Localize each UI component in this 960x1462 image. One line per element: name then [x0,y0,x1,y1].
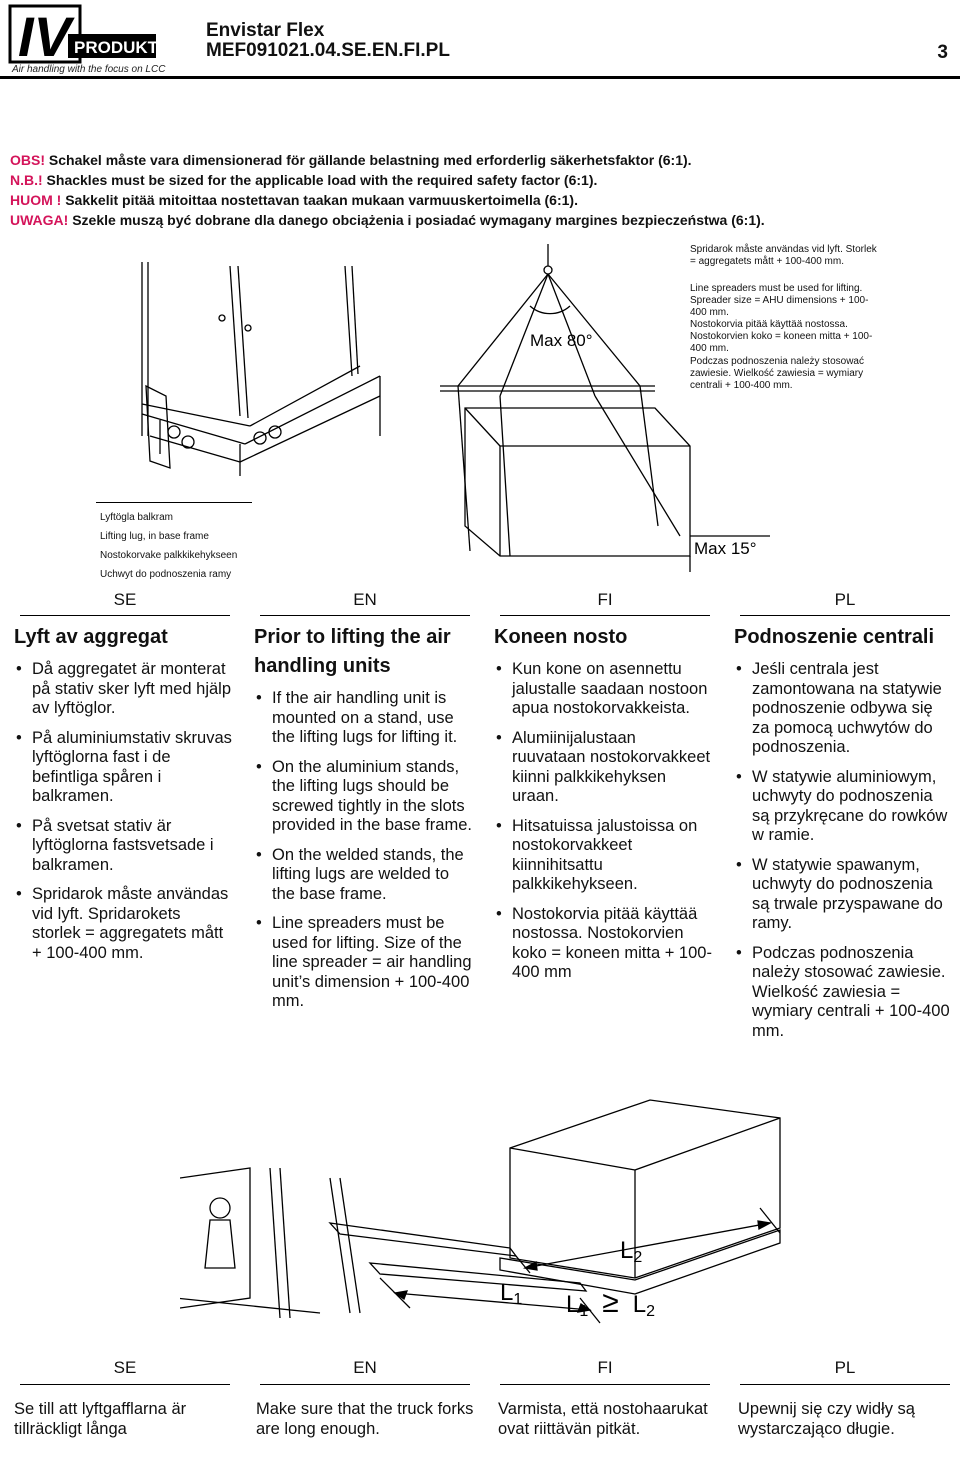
col-header-fi: FI [597,590,613,609]
col-rule [20,615,230,616]
doc-id: MEF091021.04.SE.EN.FI.PL [206,40,450,61]
list-item: Alumiinijalustaan ruuvataan nostokorvakk… [494,729,712,807]
spreader-note-se: Spridarok måste användas vid lyft. Storl… [690,244,877,267]
column-heading: Prior to lifting the air handling units [254,626,451,677]
bottom-header-se: SE [113,1358,137,1377]
l-relation-label: L1≥L2 [566,1286,655,1320]
column-en: Prior to lifting the air handling units … [254,623,472,1022]
base-frame-detail [141,262,381,476]
warning-fi: HUOM ! Sakkelit pitää mitoittaa nostetta… [10,192,578,208]
col-rule [260,615,470,616]
list-item: If the air handling unit is mounted on a… [254,689,472,748]
lug-label-fi: Nostokorvake palkkikehykseen [100,550,238,561]
col-rule [20,1384,230,1385]
svg-text:IV: IV [18,5,76,68]
list-item: På aluminiumstativ skruvas lyftöglorna f… [14,729,232,807]
iv-produkt-logo: IV PRODUKT [8,4,158,68]
sling-lift-detail [440,244,770,572]
tagline: Air handling with the focus on LCC [12,64,166,75]
forklift-diagram: L2 L1 L1≥L2 [180,1099,781,1324]
column-pl: Podnoszenie centrali Jeśli centrala jest… [734,623,952,1051]
list-item: Hitsatuissa jalustoissa on nostokorvakke… [494,817,712,895]
header-rule [0,76,960,79]
bottom-text-pl: Upewnij się czy widły są wystarczająco d… [738,1400,915,1438]
bottom-text-en: Make sure that the truck forks are long … [256,1400,474,1438]
column-fi: Koneen nosto Kun kone on asennettu jalus… [494,623,712,993]
list-item: Spridarok måste användas vid lyft. Sprid… [14,885,232,963]
lug-label-rule [96,502,252,503]
list-item: Jeśli centrala jest zamontowana na staty… [734,660,952,758]
list-item: Line spreaders must be used for lifting.… [254,914,472,1012]
lug-label-pl: Uchwyt do podnoszenia ramy [100,569,232,580]
list-item: På svetsat stativ är lyftöglorna fastsve… [14,817,232,876]
list-item: Kun kone on asennettu jalustalle saadaan… [494,660,712,719]
spreader-note-fi: Nostokorvia pitää käyttää nostossa. Nost… [690,319,873,354]
col-header-se: SE [113,590,137,609]
col-header-pl: PL [834,590,856,609]
lifting-diagram: Max 80° Max 15° [141,244,770,572]
column-heading: Lyft av aggregat [14,626,168,648]
column-heading: Podnoszenie centrali [734,626,935,648]
list-item: Nostokorvia pitää käyttää nostossa. Nost… [494,905,712,983]
lug-label-en: Lifting lug, in base frame [100,531,209,542]
col-rule [500,1384,710,1385]
list-item: On the aluminium stands, the lifting lug… [254,758,472,836]
bottom-header-en: EN [353,1358,377,1377]
warning-se: OBS! Schakel måste vara dimensionerad fö… [10,152,692,168]
col-rule [740,1384,950,1385]
spreader-note-en: Line spreaders must be used for lifting.… [690,283,869,318]
col-rule [740,615,950,616]
bottom-header-pl: PL [834,1358,856,1377]
svg-text:PRODUKT: PRODUKT [74,38,158,57]
page-number: 3 [937,42,948,63]
col-rule [260,1384,470,1385]
bottom-header-fi: FI [597,1358,613,1377]
forklift-drawing [180,1099,781,1324]
warning-en: N.B.! Shackles must be sized for the app… [10,172,598,188]
list-item: Podczas podnoszenia należy stosować zawi… [734,944,952,1042]
bottom-text-se: Se till att lyftgafflarna är tillräcklig… [14,1400,187,1438]
spreader-note-pl: Podczas podnoszenia należy stosować zawi… [690,356,864,391]
list-item: Då aggregatet är monterat på stativ sker… [14,660,232,719]
col-rule [500,615,710,616]
lug-label-se: Lyftögla balkram [100,512,173,523]
l1-label: L1 [500,1279,522,1308]
list-item: W statywie aluminiowym, uchwyty do podno… [734,768,952,846]
list-item: On the welded stands, the lifting lugs a… [254,846,472,905]
max-angle-bottom-label: Max 15° [694,539,757,558]
l2-label: L2 [620,1237,642,1266]
doc-title: Envistar Flex [206,20,325,41]
col-header-en: EN [353,590,377,609]
max-angle-top-label: Max 80° [530,331,593,350]
list-item: W statywie spawanym, uchwyty do podnosze… [734,856,952,934]
bottom-text-fi: Varmista, että nostohaarukat ovat riittä… [498,1400,708,1438]
column-heading: Koneen nosto [494,626,628,648]
column-se: Lyft av aggregat Då aggregatet är monter… [14,623,232,973]
warning-pl: UWAGA! Szekle muszą być dobrane dla dane… [10,212,765,228]
